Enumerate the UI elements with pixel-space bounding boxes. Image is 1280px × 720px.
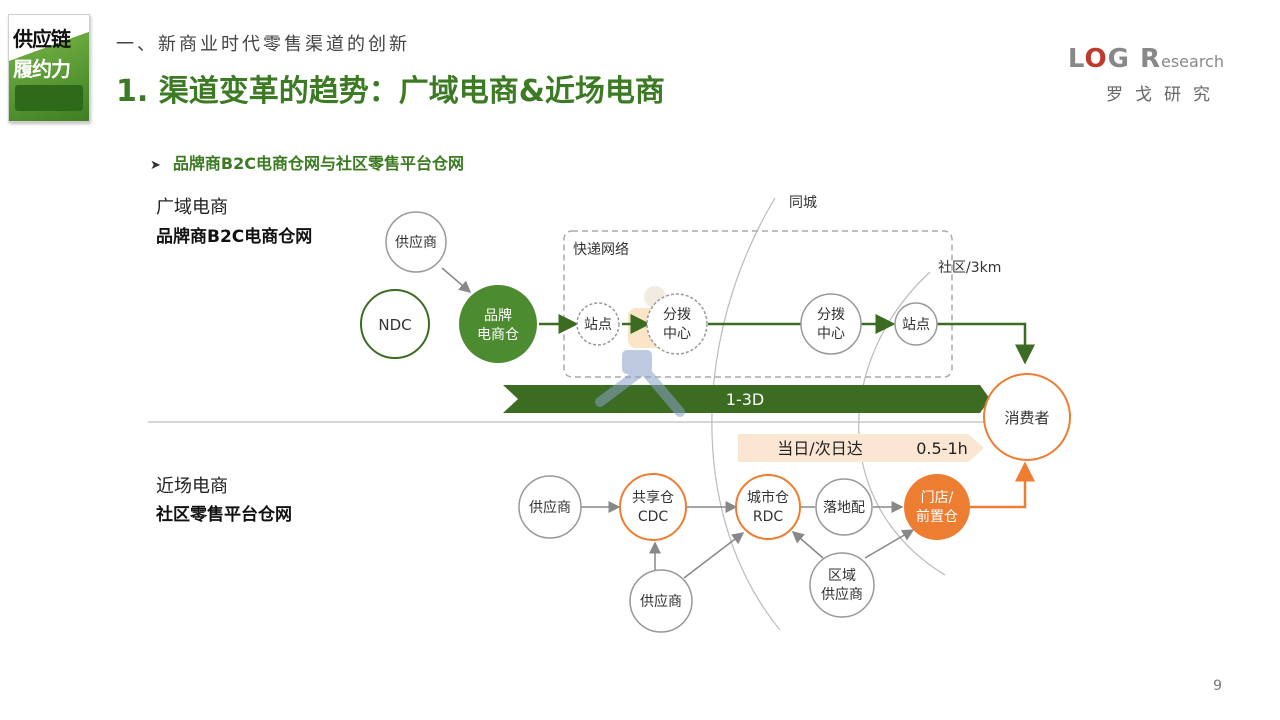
section-near-bold: 社区零售平台仓网 xyxy=(156,505,292,525)
node-top-supplier: 供应商 xyxy=(385,211,447,273)
community-arc xyxy=(858,271,946,576)
community-label: 社区/3km xyxy=(938,260,1001,276)
svg-text:RDC: RDC xyxy=(753,509,784,525)
book-title-line1: 供应链 xyxy=(13,27,71,51)
node-rdc: 城市仓 RDC xyxy=(735,474,801,540)
node-store-front-warehouse: 门店/ 前置仓 xyxy=(904,474,970,540)
logo-subtitle: 罗戈研究 xyxy=(1106,85,1222,105)
svg-text:品牌: 品牌 xyxy=(484,307,512,324)
book-cover-image: 供应链 履约力 xyxy=(8,14,90,122)
node-sorting-center-2: 分拨 中心 xyxy=(800,293,862,355)
svg-text:站点: 站点 xyxy=(584,317,612,333)
express-network-box xyxy=(563,230,953,378)
svg-text:前置仓: 前置仓 xyxy=(916,508,958,525)
express-network-label: 快递网络 xyxy=(573,242,629,258)
svg-text:落地配: 落地配 xyxy=(823,500,865,516)
bullet-heading: ➤品牌商B2C电商仓网与社区零售平台仓网 xyxy=(150,154,464,173)
node-landing-delivery: 落地配 xyxy=(815,478,873,536)
same-city-arc xyxy=(711,197,781,631)
band-1-3d xyxy=(503,385,990,413)
page-title: 1. 渠道变革的趋势：广域电商&近场电商 xyxy=(116,74,665,109)
logo: LOG Research xyxy=(1067,44,1224,74)
svg-text:供应商: 供应商 xyxy=(640,593,682,610)
svg-text:区域: 区域 xyxy=(828,568,856,584)
svg-text:分拨: 分拨 xyxy=(663,307,691,323)
svg-text:NDC: NDC xyxy=(378,316,411,334)
node-consumer: 消费者 xyxy=(983,373,1071,461)
node-cdc: 共享仓 CDC xyxy=(619,473,687,541)
node-sorting-center-1: 分拨 中心 xyxy=(646,293,708,355)
node-ndc: NDC xyxy=(360,289,430,359)
svg-text:共享仓: 共享仓 xyxy=(632,489,674,506)
page-number: 9 xyxy=(1213,678,1222,694)
node-station-2: 站点 xyxy=(894,302,938,346)
arrow-bullet-icon: ➤ xyxy=(150,158,161,173)
same-city-label: 同城 xyxy=(789,195,817,211)
svg-text:电商仓: 电商仓 xyxy=(477,327,519,343)
svg-text:中心: 中心 xyxy=(817,326,845,342)
page-subtitle: 一、新商业时代零售渠道的创新 xyxy=(116,34,410,55)
svg-text:消费者: 消费者 xyxy=(1004,409,1049,427)
node-bottom-supplier-1: 供应商 xyxy=(518,475,582,539)
svg-text:供应商: 供应商 xyxy=(821,586,863,603)
svg-text:CDC: CDC xyxy=(638,509,669,525)
svg-text:站点: 站点 xyxy=(902,317,930,333)
section-near-label: 近场电商 xyxy=(156,476,228,497)
svg-text:城市仓: 城市仓 xyxy=(747,489,789,506)
node-bottom-supplier-2: 供应商 xyxy=(629,569,693,633)
truck-illustration xyxy=(15,85,83,111)
svg-text:供应商: 供应商 xyxy=(395,234,437,251)
band-hour xyxy=(898,434,984,462)
svg-text:供应商: 供应商 xyxy=(529,499,571,516)
band-hour-label: 0.5-1h xyxy=(916,439,968,458)
band-same-day-label: 当日/次日达 xyxy=(777,439,862,458)
band-same-day xyxy=(738,434,912,462)
band-1-3d-label: 1-3D xyxy=(726,390,764,409)
node-regional-supplier: 区域 供应商 xyxy=(809,552,875,618)
node-station-1: 站点 xyxy=(576,302,620,346)
book-title-line2: 履约力 xyxy=(13,57,71,81)
section-wide-label: 广域电商 xyxy=(156,197,228,218)
svg-text:门店/: 门店/ xyxy=(921,490,954,506)
svg-text:分拨: 分拨 xyxy=(817,307,845,323)
svg-text:中心: 中心 xyxy=(663,326,691,342)
node-brand-warehouse: 品牌 电商仓 xyxy=(459,285,537,363)
section-wide-bold: 品牌商B2C电商仓网 xyxy=(156,227,313,247)
